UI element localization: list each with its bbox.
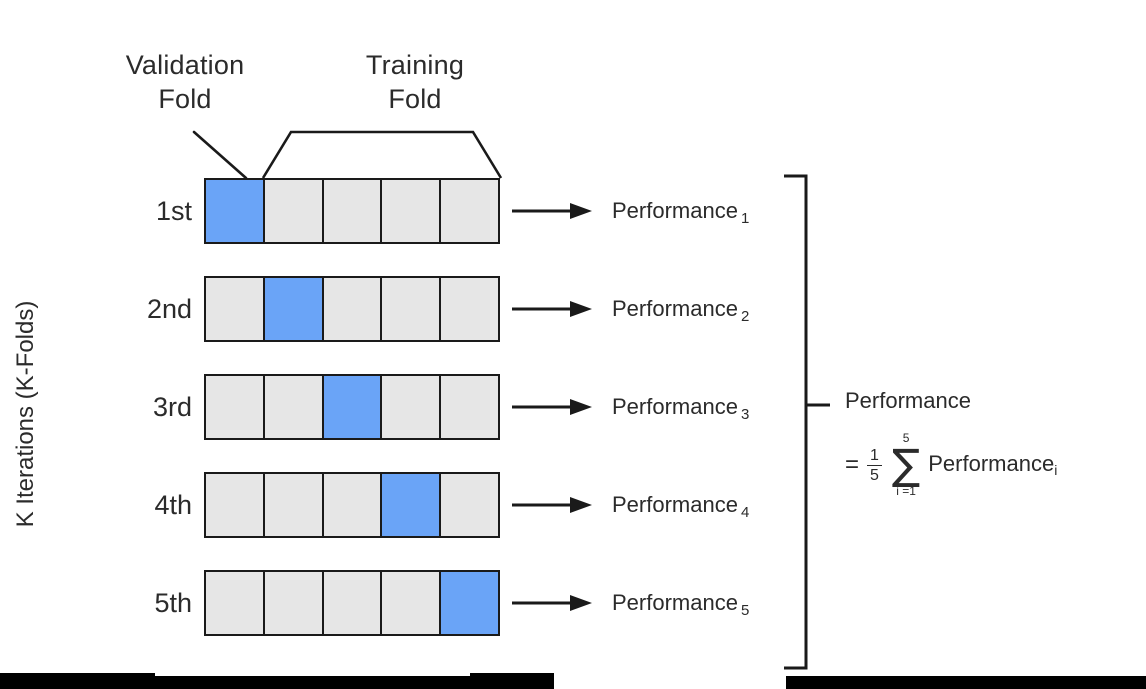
fold-cell-training[interactable] (206, 376, 265, 438)
performance-subscript: 4 (740, 504, 750, 522)
row-label-4: 4th (154, 490, 192, 520)
fold-strip-4[interactable] (204, 472, 500, 538)
fold-cell-validation[interactable] (323, 376, 383, 438)
fold-cell-training[interactable] (441, 180, 498, 242)
fold-cell-training[interactable] (323, 474, 383, 536)
summation-body-subscript: i (1054, 462, 1058, 479)
fold-cell-validation[interactable] (441, 572, 498, 634)
k-iterations-axis-label: K Iterations (K-Folds) (12, 300, 39, 528)
fold-strip-3[interactable] (204, 374, 500, 440)
result-arrow-2 (512, 301, 592, 317)
summation-operator: 5 ∑ i =1 (892, 432, 920, 498)
validation-fold-caption: Validation Fold (125, 50, 245, 114)
fraction-denominator: 5 (867, 464, 882, 484)
fold-cell-training[interactable] (264, 572, 324, 634)
performance-text: Performance (612, 296, 738, 321)
performance-text: Performance (612, 198, 738, 223)
fold-cell-training[interactable] (382, 180, 442, 242)
performance-subscript: 1 (740, 210, 750, 228)
fraction-one-over-k: 1 5 (867, 447, 882, 484)
fold-cell-training[interactable] (441, 278, 498, 340)
performance-subscript: 3 (740, 406, 750, 424)
result-arrow-1 (512, 203, 592, 219)
validation-fold-pointer-line (192, 130, 248, 180)
performance-text: Performance (612, 492, 738, 517)
bottom-bar-center (155, 676, 470, 689)
fold-strip-1[interactable] (204, 178, 500, 244)
fold-cell-validation[interactable] (206, 180, 265, 242)
sum-lower-limit: i =1 (896, 484, 916, 498)
bottom-bar-center-right (470, 673, 554, 689)
equals-sign: = (845, 451, 860, 478)
fold-cell-training[interactable] (441, 376, 498, 438)
summation-body: Performancei (928, 451, 1057, 478)
fold-cell-training[interactable] (323, 180, 383, 242)
fold-cell-training[interactable] (206, 278, 265, 340)
training-fold-caption: Training Fold (365, 50, 465, 114)
fold-cell-training[interactable] (206, 572, 265, 634)
performance-subscript: 2 (740, 308, 750, 326)
fold-cell-training[interactable] (382, 572, 442, 634)
row-label-2: 2nd (146, 294, 192, 324)
fold-cell-validation[interactable] (264, 278, 324, 340)
fold-cell-training[interactable] (206, 474, 265, 536)
performance-subscript: 5 (740, 602, 750, 620)
bottom-bar-right (786, 676, 1146, 689)
performance-text: Performance (612, 394, 738, 419)
fraction-numerator: 1 (870, 446, 879, 464)
performance-text: Performance (612, 590, 738, 615)
fold-cell-training[interactable] (441, 474, 498, 536)
result-arrow-5 (512, 595, 592, 611)
fold-cell-training[interactable] (323, 572, 383, 634)
fold-cell-training[interactable] (382, 376, 442, 438)
bottom-bar-left (0, 673, 155, 689)
result-arrow-3 (512, 399, 592, 415)
result-arrow-4 (512, 497, 592, 513)
row-label-3: 3rd (152, 392, 192, 422)
sigma-icon: ∑ (891, 440, 921, 489)
row-label-1: 1st (155, 196, 192, 226)
fold-strip-5[interactable] (204, 570, 500, 636)
fold-cell-validation[interactable] (382, 474, 442, 536)
fold-strip-2[interactable] (204, 276, 500, 342)
fold-cell-training[interactable] (264, 376, 324, 438)
fold-cell-training[interactable] (264, 474, 324, 536)
summation-body-text: Performance (928, 451, 1055, 477)
aggregation-bracket (784, 174, 830, 670)
aggregate-performance-formula: = 1 5 5 ∑ i =1 Performancei (845, 432, 1057, 498)
training-fold-brace (261, 130, 503, 179)
fold-cell-training[interactable] (382, 278, 442, 340)
fold-cell-training[interactable] (264, 180, 324, 242)
row-label-5: 5th (154, 588, 192, 618)
sum-upper-limit: 5 (902, 431, 910, 445)
aggregate-performance-label: Performance (845, 388, 971, 413)
fold-cell-training[interactable] (323, 278, 383, 340)
